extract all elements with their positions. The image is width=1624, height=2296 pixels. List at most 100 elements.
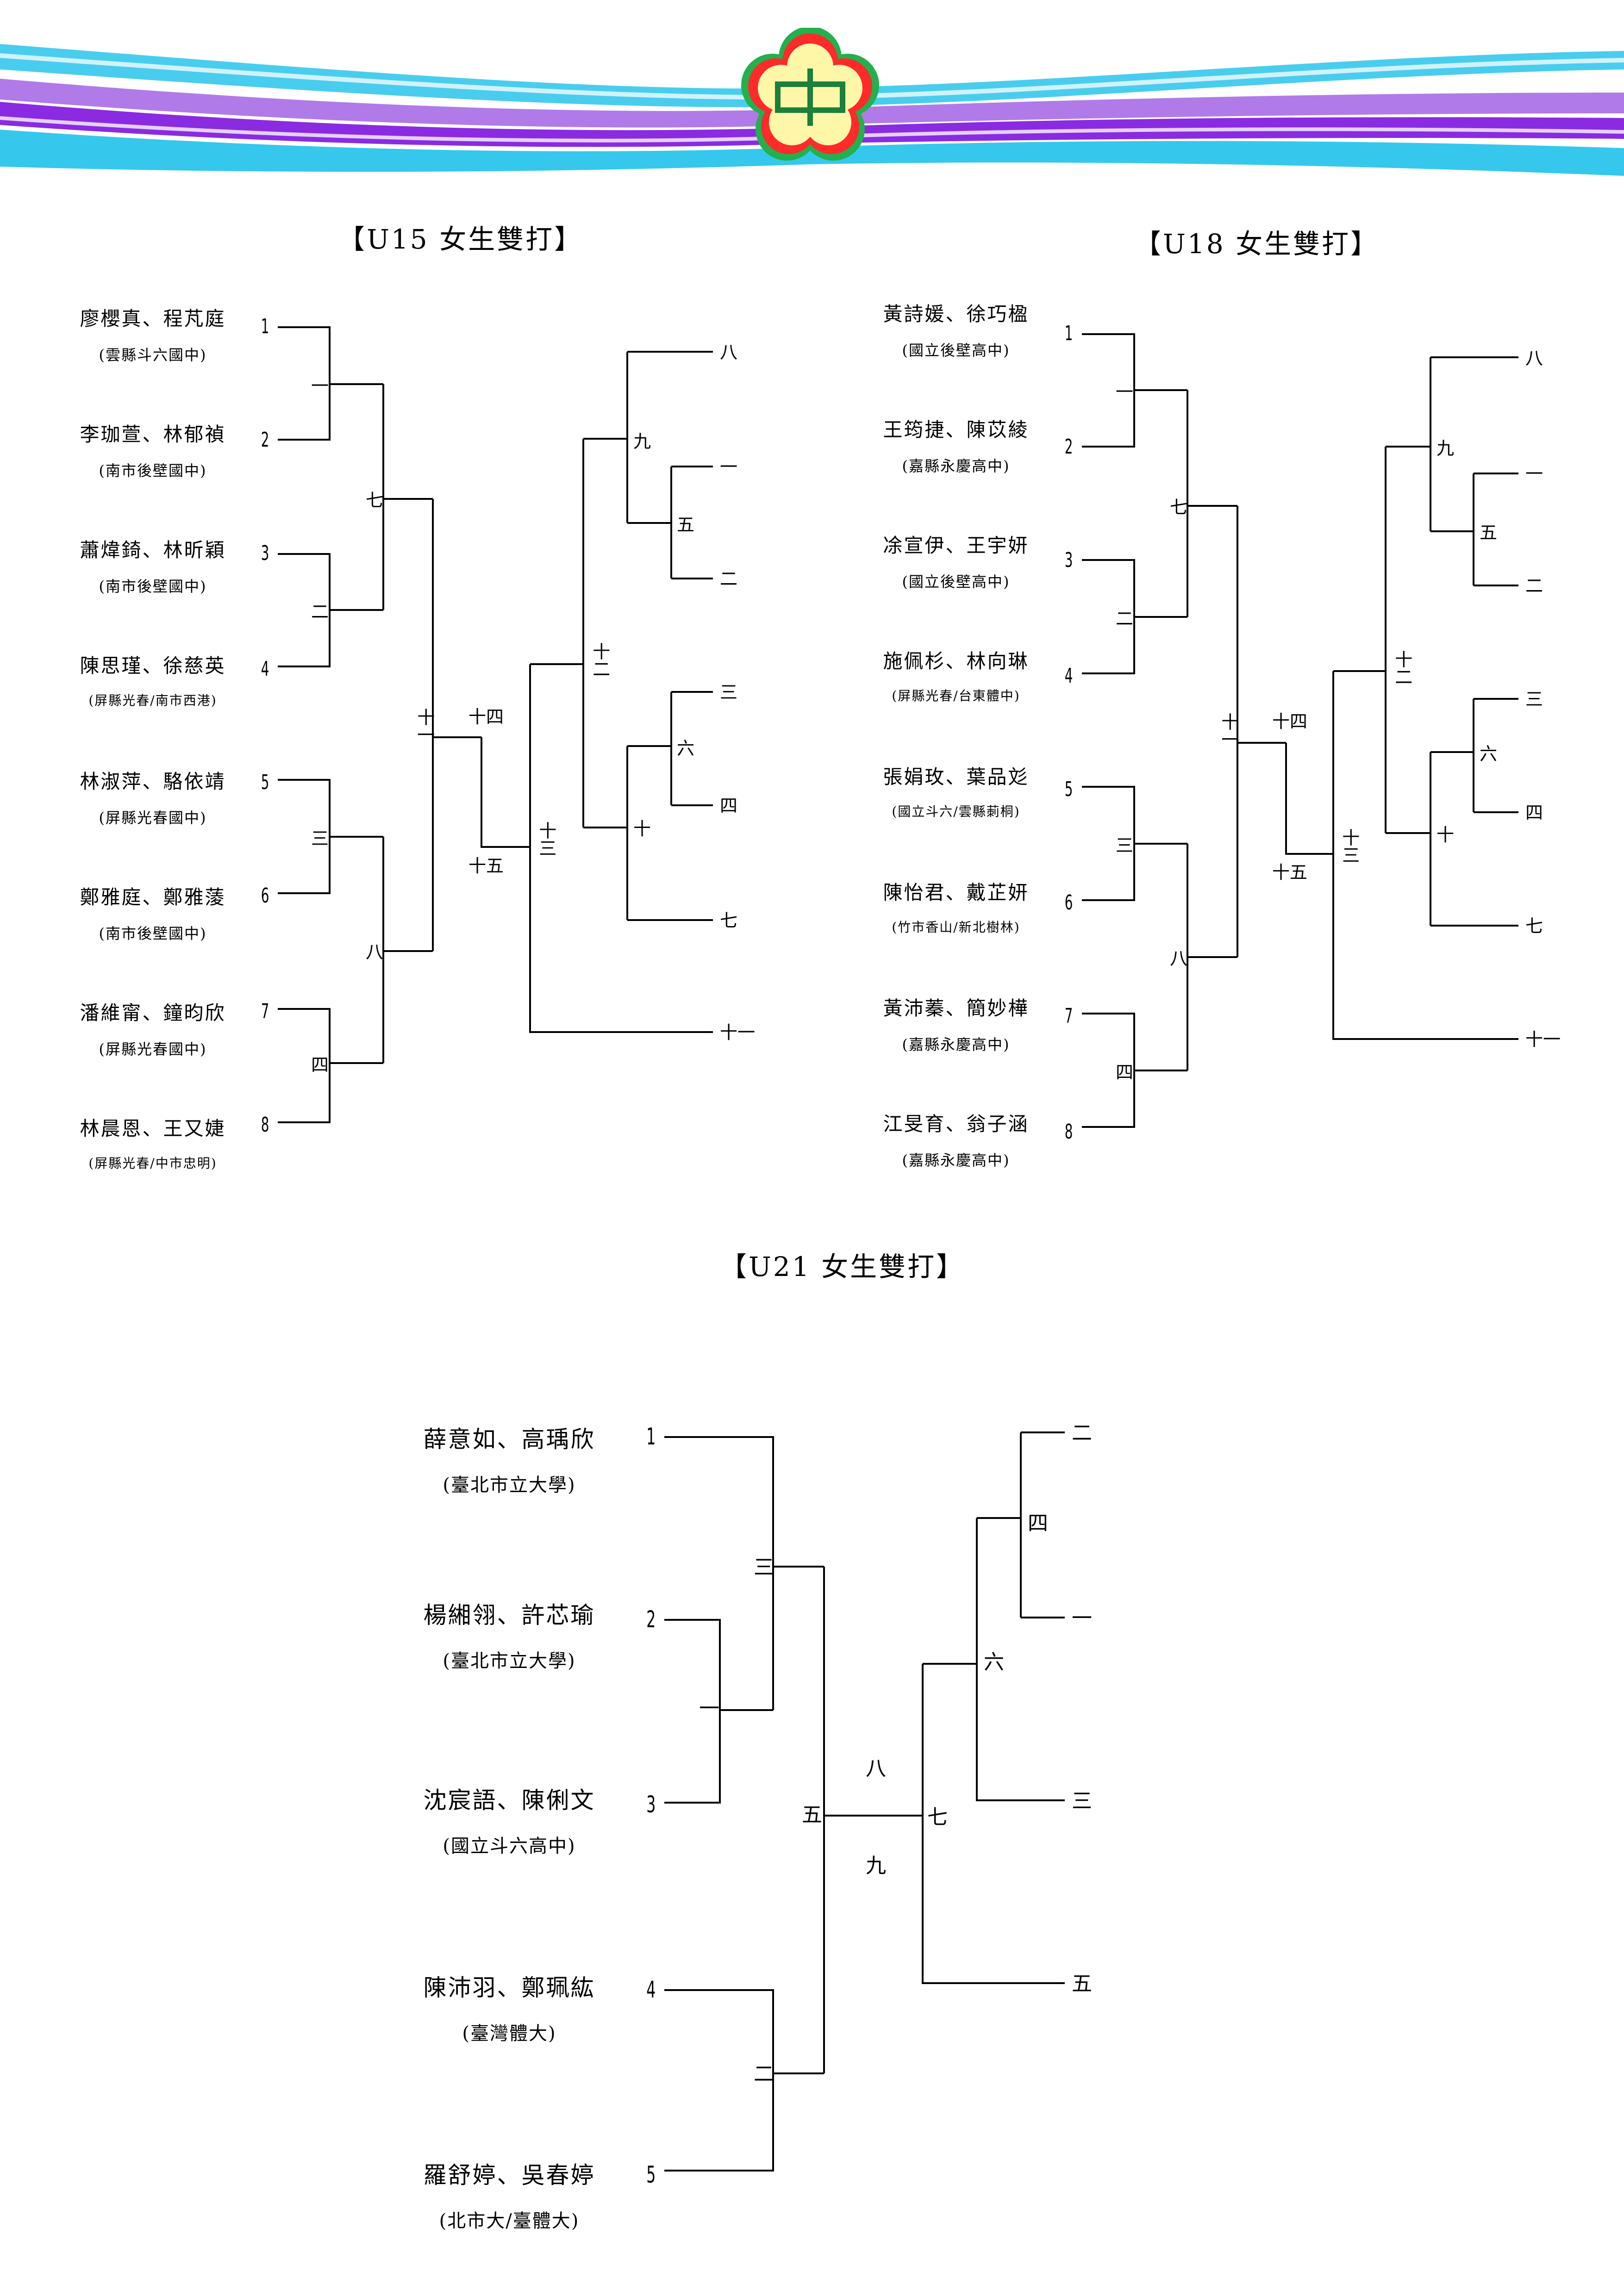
match-label: 十五 [1272, 862, 1308, 883]
team-entry: 張娟玫、葉品彣 (國立斗六/雲縣莿桐) [836, 761, 1076, 820]
plum-blossom-emblem-icon [741, 28, 879, 161]
team-school: (嘉縣永慶高中) [902, 1036, 1010, 1053]
team-entry: 江旻育、翁子涵(嘉縣永慶高中) [836, 1108, 1076, 1170]
team-names: 江旻育、翁子涵 [883, 1113, 1029, 1135]
match-label: 十五 [468, 856, 504, 876]
team-names: 蕭煒錡、林昕穎 [80, 539, 226, 561]
team-entry: 李珈萱、林郁禎 (南市後壁國中) [32, 419, 273, 480]
team-entry: 王筠捷、陳苡綾 (嘉縣永慶高中) [836, 414, 1076, 476]
match-label: 六 [984, 1650, 1004, 1674]
team-entry: 陳思瑾、徐慈英 (屏縣光春/南市西港) [32, 650, 273, 709]
team-names: 王筠捷、陳苡綾 [883, 418, 1029, 441]
team-entry: 陳怡君、戴芷妍(竹市香山/新北樹林) [836, 877, 1076, 936]
match-label: 七 [366, 490, 384, 510]
team-names: 施佩杉、林向琳 [883, 650, 1029, 672]
team-names: 薛意如、高瑀欣 [423, 1426, 595, 1453]
team-school: (南市後壁國中) [99, 578, 207, 595]
section-title-u15: 【U15 女生雙打】 [338, 224, 583, 255]
match-label: 八 [366, 942, 384, 962]
match-label: 十二 [589, 642, 610, 678]
team-school: (屏縣光春/中市忠明) [88, 1156, 217, 1171]
team-entry: 凃宣伊、王宇妍(國立後壁高中) [836, 530, 1076, 591]
team-school: (嘉縣永慶高中) [902, 457, 1010, 475]
match-label: 九 [866, 1854, 886, 1878]
match-label: 五 [1072, 1972, 1092, 1996]
match-label: 十一 [1218, 713, 1239, 748]
team-entry: 楊緗翎、許芯瑜 (臺北市立大學) [389, 1597, 630, 1673]
team-school: (屏縣光春國中) [99, 1040, 207, 1058]
team-school: (雲縣斗六國中) [99, 346, 207, 364]
section-title-u18: 【U18 女生雙打】 [1134, 228, 1380, 260]
team-school: (臺灣體大) [462, 2023, 556, 2044]
team-names: 黃沛蓁、簡妙樺 [883, 997, 1029, 1020]
match-label: 一 [1116, 382, 1134, 402]
match-label: 八 [1525, 348, 1543, 368]
seed-number: 6 [261, 884, 269, 908]
seed-number: 8 [261, 1113, 269, 1137]
team-names: 黃詩媛、徐巧楹 [883, 303, 1029, 325]
seed-number: 6 [1064, 891, 1073, 915]
seed-number: 4 [261, 657, 269, 681]
match-label: 十一 [414, 708, 435, 743]
match-label: 四 [1525, 803, 1543, 823]
match-label: 六 [1480, 744, 1498, 764]
seed-number: 2 [261, 428, 269, 452]
seed-number: 3 [1064, 548, 1073, 572]
seed-number: 3 [646, 1791, 656, 1818]
match-label: 十四 [1272, 711, 1308, 732]
match-label: 四 [311, 1055, 329, 1075]
match-label: 二 [720, 569, 738, 589]
match-label: 七 [720, 910, 738, 931]
team-school: (國立斗六高中) [443, 1836, 576, 1857]
team-names: 李珈萱、林郁禎 [80, 423, 226, 446]
match-label: 十一 [1525, 1029, 1561, 1050]
seed-number: 3 [261, 541, 269, 565]
match-label: 八 [720, 342, 738, 362]
match-label: 九 [633, 431, 651, 452]
match-label: 十三 [536, 821, 556, 857]
team-entry: 黃沛蓁、簡妙樺 (嘉縣永慶高中) [836, 993, 1076, 1054]
match-label: 十三 [1339, 828, 1360, 864]
seed-number: 7 [1064, 1004, 1073, 1028]
team-names: 張娟玫、葉品彣 [883, 765, 1029, 788]
match-label: 四 [1028, 1512, 1048, 1535]
seed-number: 1 [646, 1423, 656, 1450]
match-label: 二 [754, 2062, 774, 2086]
match-label: 一 [311, 376, 329, 396]
team-school: (屏縣光春/台東體中) [892, 688, 1020, 703]
match-label: 二 [1072, 1421, 1092, 1445]
seed-number: 2 [646, 1606, 656, 1633]
team-names: 陳思瑾、徐慈英 [80, 654, 226, 677]
team-school: (南市後壁國中) [99, 462, 207, 479]
team-school: (臺北市立大學) [443, 1650, 576, 1672]
team-school: (屏縣光春/南市西港) [88, 693, 217, 708]
match-label: 六 [677, 738, 695, 759]
team-entry: 林淑萍、駱依靖 (屏縣光春國中) [32, 766, 273, 828]
team-entry: 羅舒婷、吳春婷(北市大/臺體大) [389, 2157, 630, 2233]
match-label: 五 [677, 515, 695, 535]
team-school: (屏縣光春國中) [99, 809, 207, 827]
match-label: 八 [1170, 948, 1188, 969]
team-entry: 鄭雅庭、鄭雅蔆(南市後壁國中) [32, 882, 273, 943]
team-school: (國立後壁高中) [902, 573, 1010, 591]
section-title-u21: 【U21 女生雙打】 [720, 1251, 965, 1282]
team-school: (臺北市立大學) [443, 1475, 576, 1496]
team-names: 陳沛羽、鄭珮紘 [423, 1974, 595, 2001]
match-label: 九 [1437, 438, 1455, 459]
seed-number: 1 [261, 315, 269, 338]
team-entry: 薛意如、高瑀欣 (臺北市立大學) [389, 1421, 630, 1497]
seed-number: 2 [1064, 435, 1073, 459]
team-names: 潘維甯、鐘昀欣 [80, 1002, 226, 1024]
match-label: 七 [1525, 916, 1543, 936]
team-school: (國立斗六/雲縣莿桐) [892, 804, 1020, 819]
team-entry: 廖櫻真、程芃庭(雲縣斗六國中) [32, 303, 273, 365]
team-names: 楊緗翎、許芯瑜 [423, 1602, 595, 1629]
team-entry: 施佩杉、林向琳 (屏縣光春/台東體中) [836, 646, 1076, 704]
match-label: 十 [1437, 825, 1455, 845]
match-label: 七 [927, 1805, 948, 1829]
team-school: (南市後壁國中) [99, 925, 207, 942]
match-label: 二 [1525, 576, 1543, 596]
team-names: 林淑萍、駱依靖 [80, 770, 226, 793]
match-label: 四 [720, 796, 738, 816]
